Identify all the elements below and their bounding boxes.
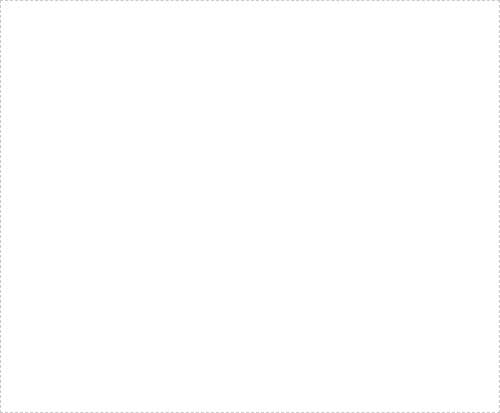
- image-area: [0, 0, 500, 413]
- page-root: [0, 0, 500, 413]
